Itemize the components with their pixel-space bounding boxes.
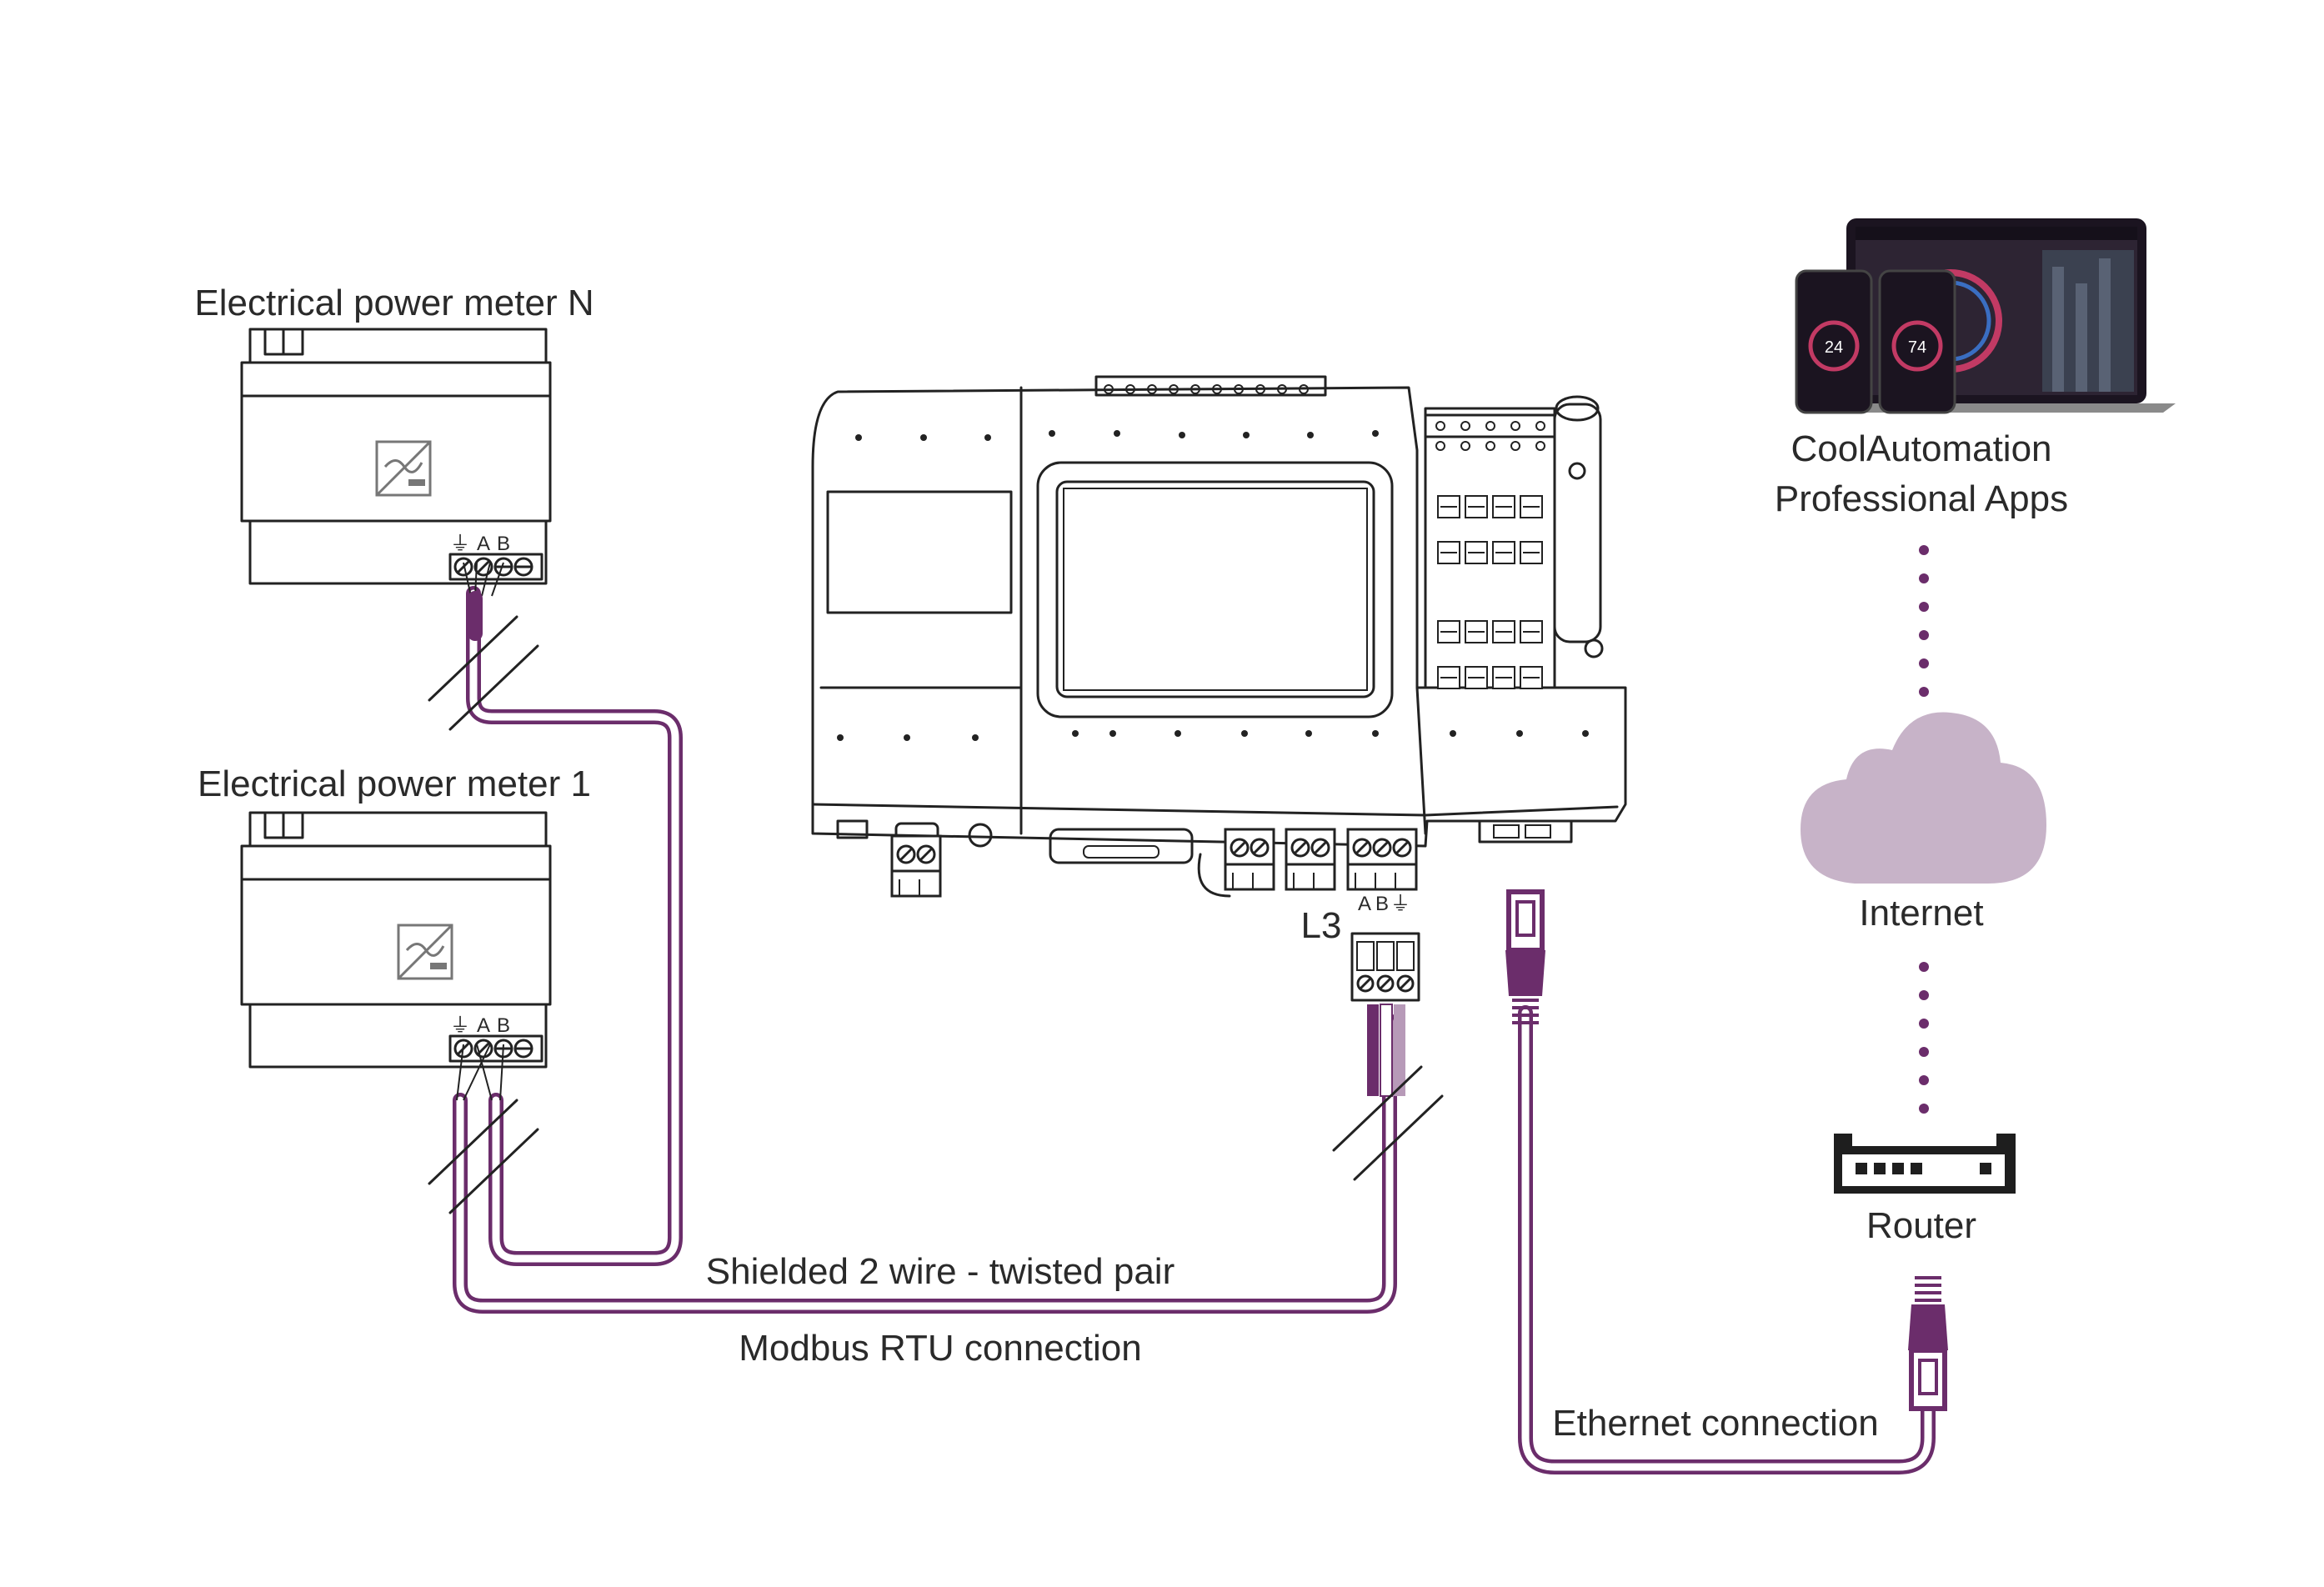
apps-devices: 24 74 — [1795, 218, 2176, 414]
mount-hole — [972, 734, 979, 741]
l3-port-label: L3 — [1301, 905, 1342, 946]
apps-label-line1: CoolAutomation — [1791, 428, 2051, 469]
screw — [1435, 441, 1445, 451]
l3-terminal-a: A — [1358, 893, 1371, 915]
link-dot — [1919, 630, 1929, 640]
ethernet-cable — [1518, 1005, 1936, 1474]
link-dot — [1919, 1104, 1929, 1114]
mount-hole — [904, 734, 910, 741]
l3-terminal-ground: ⏚ — [1390, 893, 1410, 915]
terminal-a: A — [477, 533, 490, 555]
link-dot — [1919, 1047, 1929, 1057]
mount-hole — [1049, 430, 1055, 437]
router-label: Router — [1866, 1205, 1976, 1246]
screw — [1435, 421, 1445, 431]
mount-hole — [1175, 730, 1181, 737]
link-dot — [1919, 658, 1929, 668]
mount-hole — [1307, 432, 1314, 438]
mount-hole — [855, 434, 862, 441]
link-dot — [1919, 687, 1929, 697]
mount-hole — [1582, 730, 1589, 737]
phone-temp-2: 74 — [1908, 338, 1926, 357]
mount-hole — [1114, 430, 1120, 437]
mount-hole — [1305, 730, 1312, 737]
link-dot — [1919, 573, 1929, 583]
link-dot — [1919, 1075, 1929, 1085]
mount-hole — [1516, 730, 1523, 737]
mount-hole — [984, 434, 991, 441]
l3-plug — [1350, 932, 1420, 1002]
power-meter-1: ⏚ A B — [240, 811, 552, 1069]
modbus-connection-label: Modbus RTU connection — [739, 1328, 1141, 1369]
screw — [1510, 421, 1520, 431]
phone-temp-1: 24 — [1825, 338, 1843, 357]
l3-terminal-b: B — [1375, 893, 1389, 915]
terminal-ground: ⏚ — [450, 533, 470, 555]
mount-hole — [1450, 730, 1456, 737]
link-dot — [1919, 545, 1929, 555]
meter-1-label: Electrical power meter 1 — [198, 763, 591, 804]
mount-hole — [1372, 430, 1379, 437]
terminal-a: A — [477, 1014, 490, 1037]
phone-icon: 24 — [1795, 269, 1873, 414]
ethernet-connection-label: Ethernet connection — [1552, 1403, 1878, 1444]
screw — [1460, 421, 1470, 431]
power-meter-icon — [375, 440, 432, 497]
meter-1-wire-fanout — [456, 1044, 504, 1101]
mount-hole — [920, 434, 927, 441]
modbus-wires — [453, 586, 1405, 1314]
terminal-ground: ⏚ — [450, 1014, 470, 1037]
power-meter-icon — [397, 924, 453, 980]
rj45-connector-icon — [1505, 889, 1545, 1024]
mount-hole — [1109, 730, 1116, 737]
mount-hole — [1372, 730, 1379, 737]
internet-links — [1919, 545, 1929, 1114]
shielded-cable-label: Shielded 2 wire - twisted pair — [706, 1251, 1175, 1292]
meter-n-label: Electrical power meter N — [194, 283, 594, 323]
link-dot — [1919, 962, 1929, 972]
rj45-connector-icon — [1908, 1276, 1948, 1411]
controller-device: A B ⏚ L3 — [811, 375, 1627, 1002]
terminal-b: B — [497, 533, 510, 555]
mount-hole — [1243, 432, 1250, 438]
screw — [1460, 441, 1470, 451]
screw — [1535, 441, 1545, 451]
cable-cut-marks — [428, 615, 1444, 1214]
screw — [1485, 441, 1495, 451]
terminal-b: B — [497, 1014, 510, 1037]
router-icon — [1834, 1134, 2016, 1194]
screw — [1510, 441, 1520, 451]
link-dot — [1919, 1019, 1929, 1029]
apps-label-line2: Professional Apps — [1775, 478, 2068, 519]
mount-hole — [1072, 730, 1079, 737]
link-dot — [1919, 990, 1929, 1000]
power-meter-n: ⏚ A B — [240, 328, 552, 585]
link-dot — [1919, 602, 1929, 612]
mount-hole — [1179, 432, 1185, 438]
meter-1-terminal-screws — [453, 1039, 533, 1059]
internet-label: Internet — [1859, 893, 1983, 934]
screw — [1485, 421, 1495, 431]
meter-n-terminal-screws — [453, 557, 533, 577]
mount-hole — [1241, 730, 1248, 737]
phone-icon: 74 — [1878, 269, 1956, 414]
cloud-icon — [1801, 712, 2046, 884]
controller-bottom-ports — [836, 819, 1573, 898]
mount-hole — [837, 734, 844, 741]
screw — [1535, 421, 1545, 431]
